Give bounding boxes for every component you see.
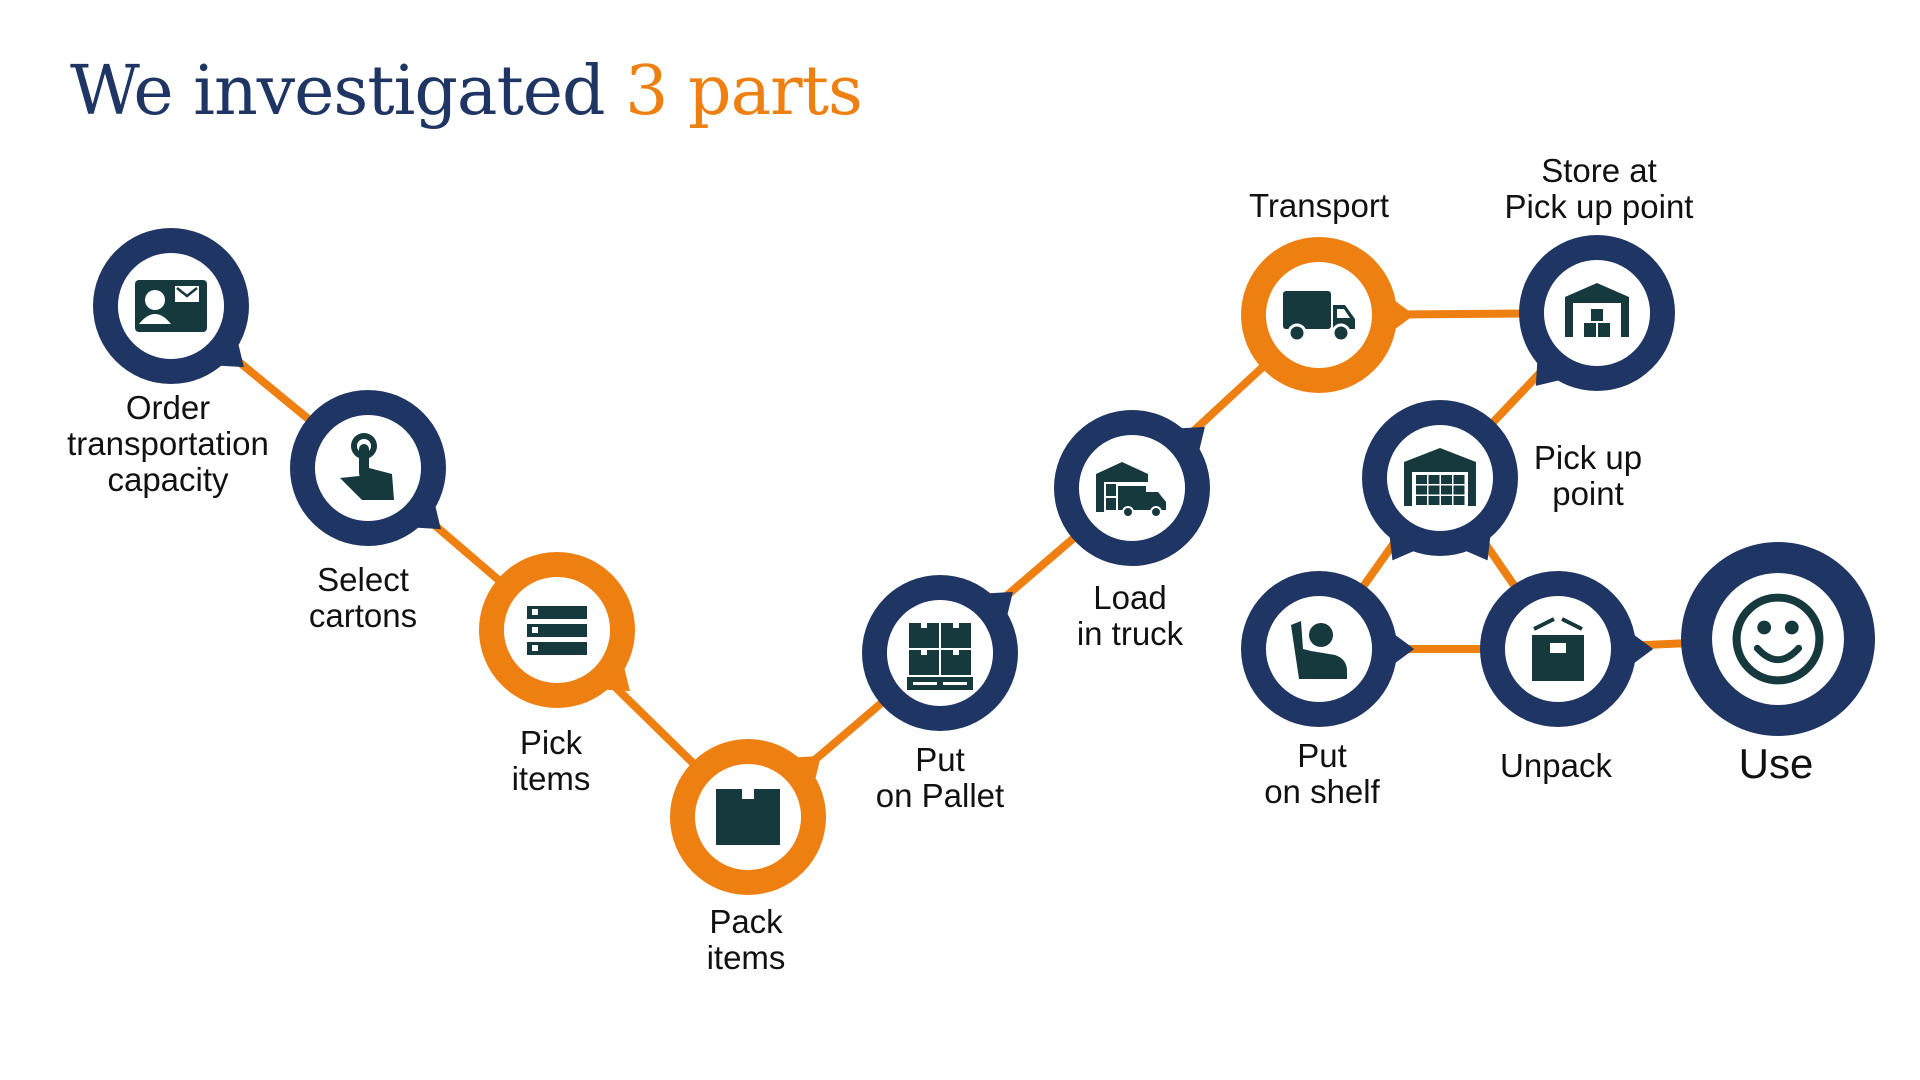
label-line: Put (1297, 737, 1347, 774)
ring-inner (1386, 424, 1494, 532)
contact-card-icon (135, 280, 207, 332)
label-line: Unpack (1500, 747, 1612, 784)
label-line: transportation (67, 425, 269, 462)
step-node-pallet (862, 575, 1018, 731)
label-line: Pick (519, 724, 583, 761)
smiley-icon (1732, 593, 1824, 685)
step-node-pickup (1362, 400, 1518, 561)
label-line: Transport (1249, 187, 1389, 224)
label-line: Pack (709, 903, 783, 940)
step-label-use: Use (1739, 742, 1814, 786)
list-icon (527, 606, 587, 655)
person-reach-icon (1291, 621, 1347, 679)
label-line: Load (1093, 579, 1167, 616)
step-node-transport (1241, 237, 1415, 393)
step-node-load (1054, 410, 1210, 566)
warehouse-boxes-icon (1565, 283, 1629, 337)
step-node-use (1681, 542, 1875, 736)
truck-icon (1283, 291, 1355, 343)
step-label-transport: Transport (1249, 188, 1389, 224)
label-line: Select (317, 561, 409, 598)
label-line: Pick up point (1504, 188, 1694, 225)
ring-inner (886, 599, 994, 707)
ring-inner (1712, 573, 1844, 705)
warehouse-truck-icon (1096, 462, 1166, 518)
label-line: items (511, 760, 591, 797)
box-icon (716, 789, 780, 845)
ring-inner (1265, 595, 1373, 703)
touch-hand-icon (340, 433, 394, 500)
page-title: We investigated 3 parts (70, 52, 863, 131)
step-node-shelf (1241, 571, 1415, 727)
label-line: Store at (1541, 152, 1657, 189)
label-line: Use (1738, 740, 1814, 787)
warehouse-shelves-icon (1404, 448, 1476, 506)
label-line: Order (125, 389, 211, 426)
pallet-icon (907, 623, 973, 690)
title-main: We investigated (70, 52, 626, 131)
step-label-unpack: Unpack (1500, 748, 1612, 784)
label-line: point (1552, 475, 1624, 512)
open-box-icon (1532, 617, 1584, 681)
step-node-store (1519, 235, 1675, 391)
step-node-pick (479, 552, 635, 708)
label-line: Put (915, 741, 965, 778)
label-line: on Pallet (875, 777, 1005, 814)
step-node-unpack (1480, 571, 1654, 727)
step-node-select (290, 390, 446, 546)
label-line: on shelf (1264, 773, 1380, 810)
label-line: cartons (308, 597, 418, 634)
label-line: Pick up (1533, 439, 1643, 476)
label-line: items (706, 939, 786, 976)
label-line: capacity (107, 461, 229, 498)
label-line: in truck (1076, 615, 1184, 652)
title-accent: 3 parts (625, 52, 863, 131)
step-node-pack (670, 739, 826, 895)
step-node-order (93, 228, 249, 384)
